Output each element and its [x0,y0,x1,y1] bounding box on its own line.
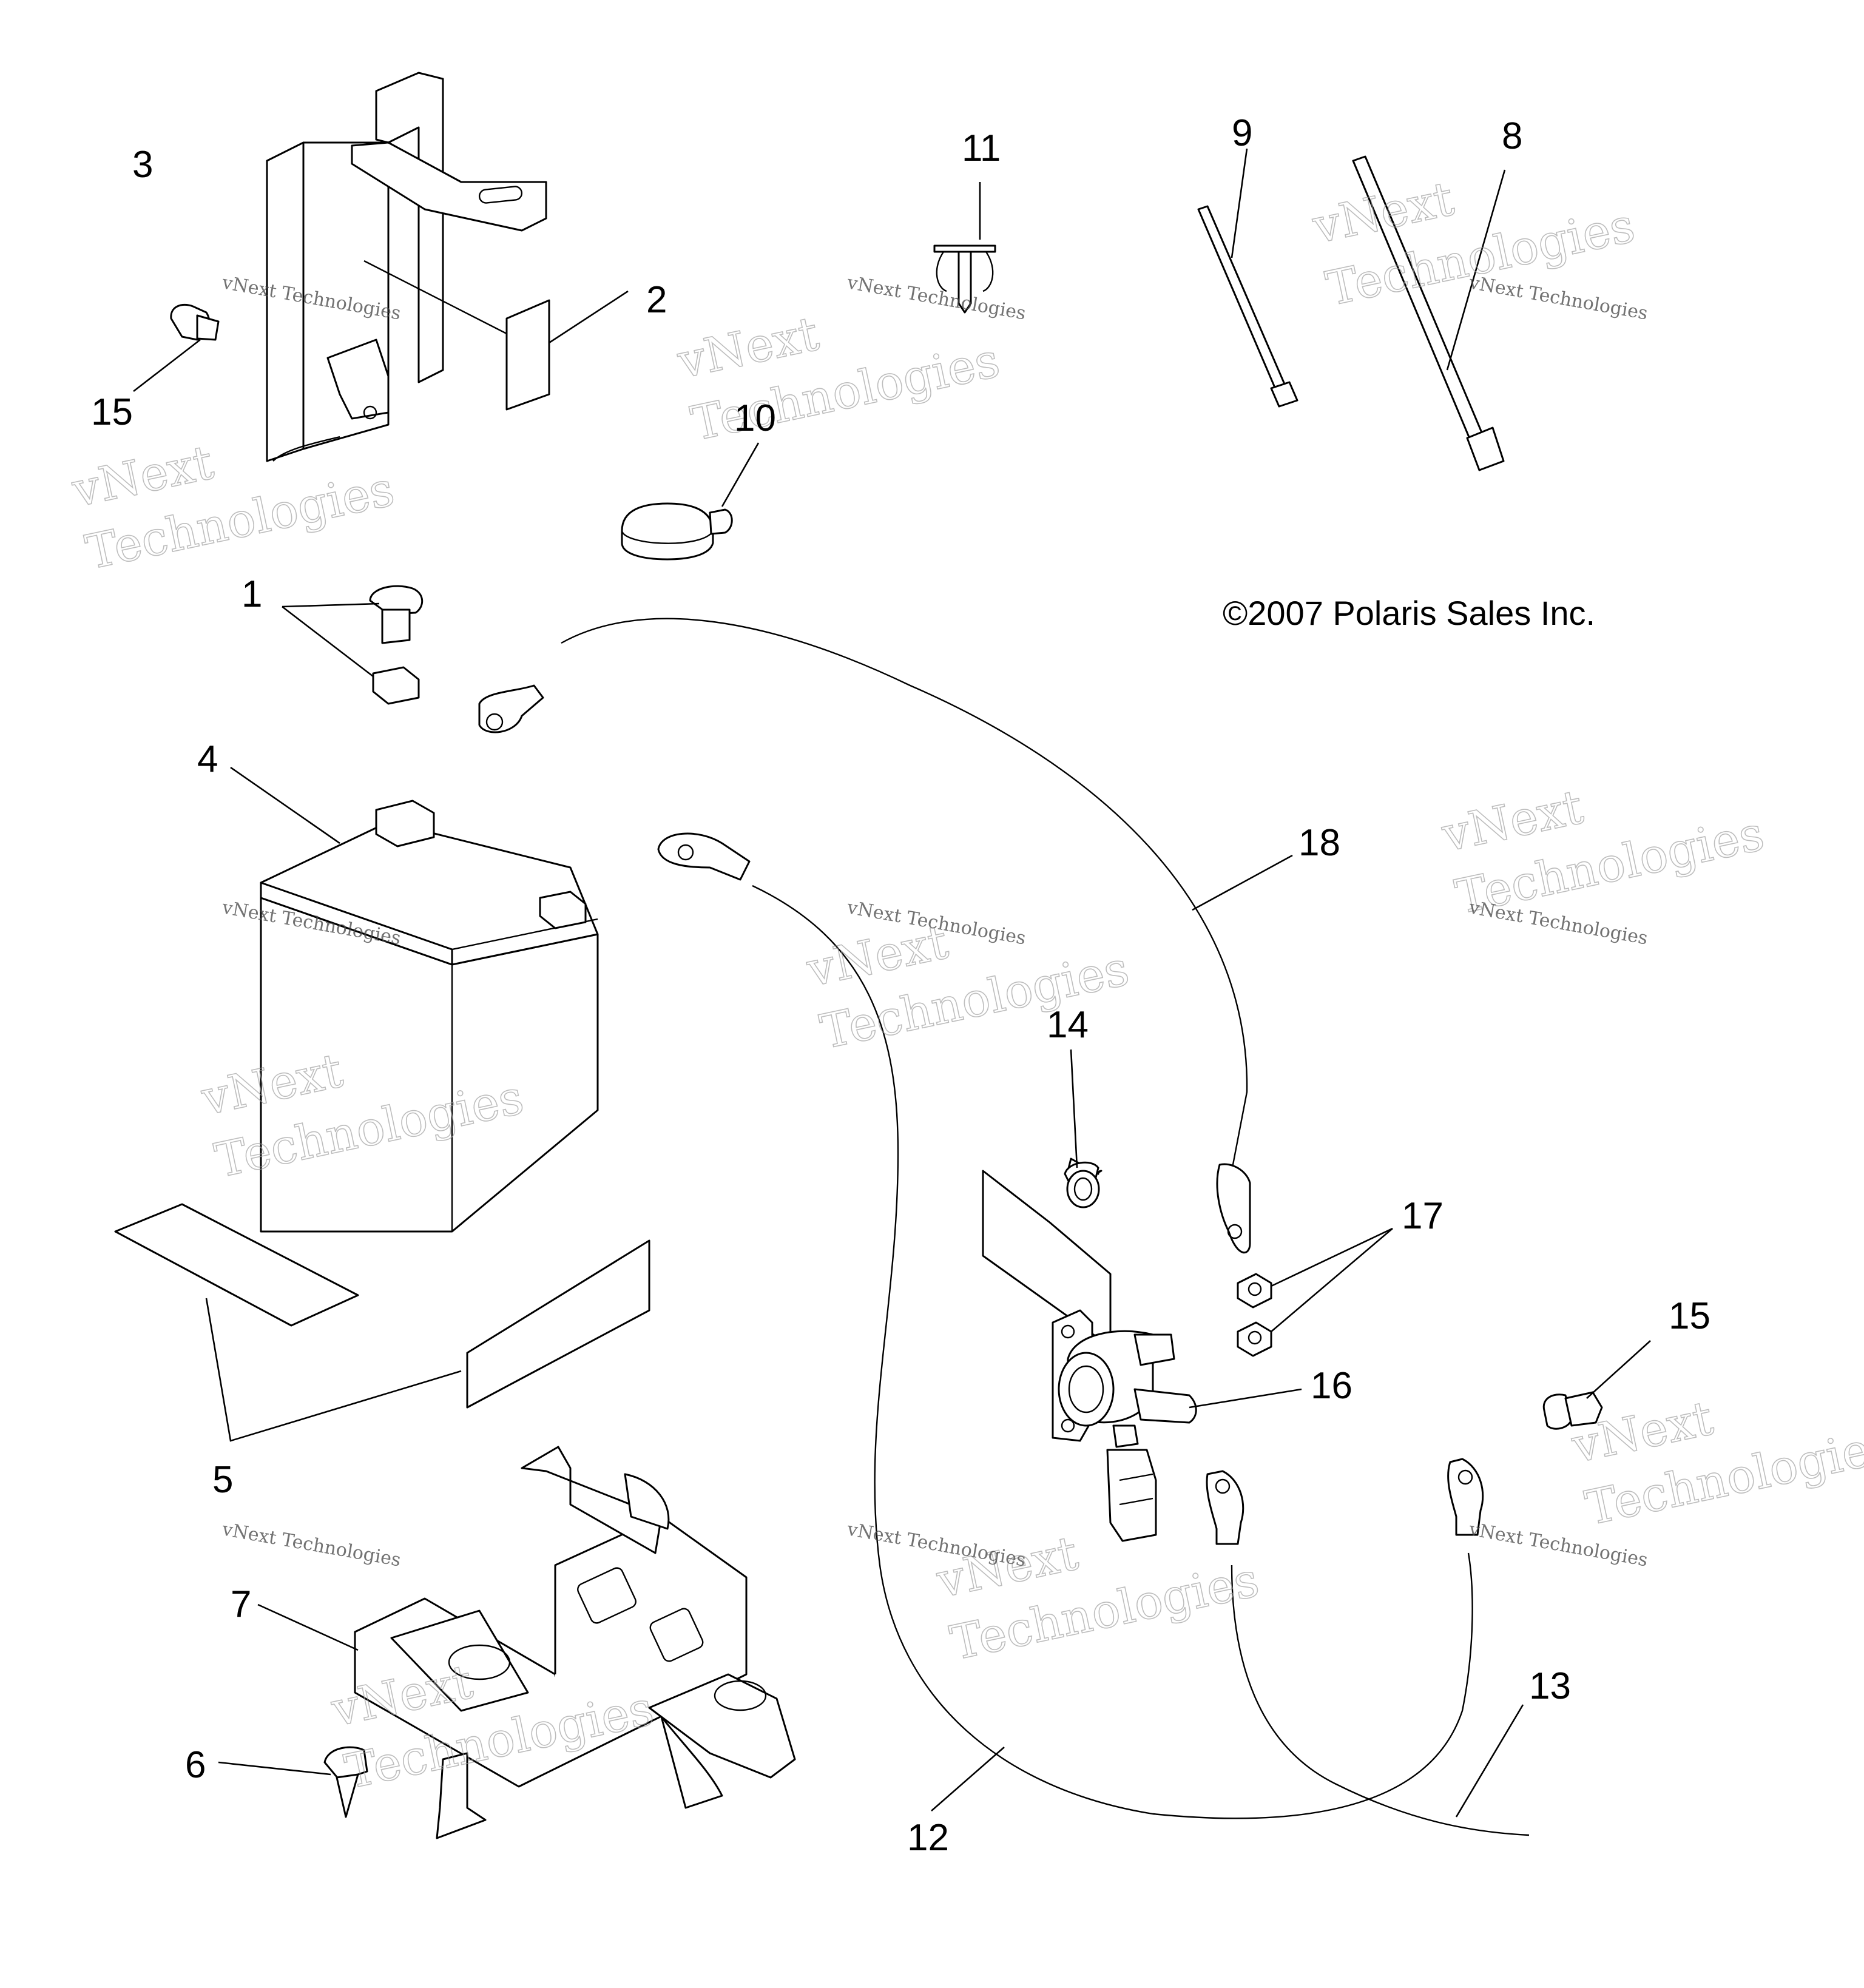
callout-18: 18 [1298,822,1340,864]
callout-7: 7 [231,1583,251,1625]
part-5-battery-labels [114,1203,650,1442]
part-1-terminal-bolt-and-nut [282,585,424,705]
callout-1: 1 [241,573,262,615]
callout-16: 16 [1311,1365,1352,1407]
callout-9: 9 [1232,112,1252,154]
part-6-screw [218,1746,368,1818]
part-4-battery [230,766,599,1233]
callout-6: 6 [185,1744,206,1786]
part-17-nuts [1237,1227,1393,1357]
part-18-battery-cable [561,618,1293,1254]
part-9-cable-tie-short [1197,148,1298,408]
callout-14: 14 [1047,1004,1089,1046]
callout-4: 4 [197,738,218,780]
copyright-notice: ©2007 Polaris Sales Inc. [1223,594,1595,632]
part-2-label [363,260,629,411]
callout-5: 5 [212,1459,233,1501]
part-13-battery-cable [1206,1470,1530,1836]
part-16-solenoid [1052,1309,1302,1542]
watermark-small-text: vNext Technologies [1467,897,1650,949]
watermark-small-text: vNext Technologies [220,1518,403,1571]
callout-17: 17 [1402,1195,1444,1237]
callout-15-left: 15 [91,391,133,433]
part-12-battery-cable [657,832,1484,1819]
callout-12: 12 [907,1817,949,1859]
part-7-battery-tray [257,1446,796,1839]
part-8-cable-tie-long [1352,155,1506,471]
callout-15-right: 15 [1669,1295,1710,1337]
part-14-rivet [982,1049,1112,1348]
callout-11: 11 [962,127,1001,169]
callout-8: 8 [1502,115,1522,157]
callout-10: 10 [734,397,776,439]
part-3-battery-bracket [266,72,547,462]
watermark-small-text: vNext Technologies [845,272,1028,324]
callout-3: 3 [132,144,153,186]
part-15-bolt-left [133,303,220,393]
part-15-bolt-right [1542,1340,1651,1430]
part-11-push-rivet [933,182,996,314]
watermark-small-text: vNext Technologies [1467,272,1650,324]
part-10-terminal-cap [621,442,760,561]
callout-13: 13 [1529,1665,1571,1707]
battery-terminal-lug [478,684,544,733]
callout-2: 2 [646,279,667,321]
